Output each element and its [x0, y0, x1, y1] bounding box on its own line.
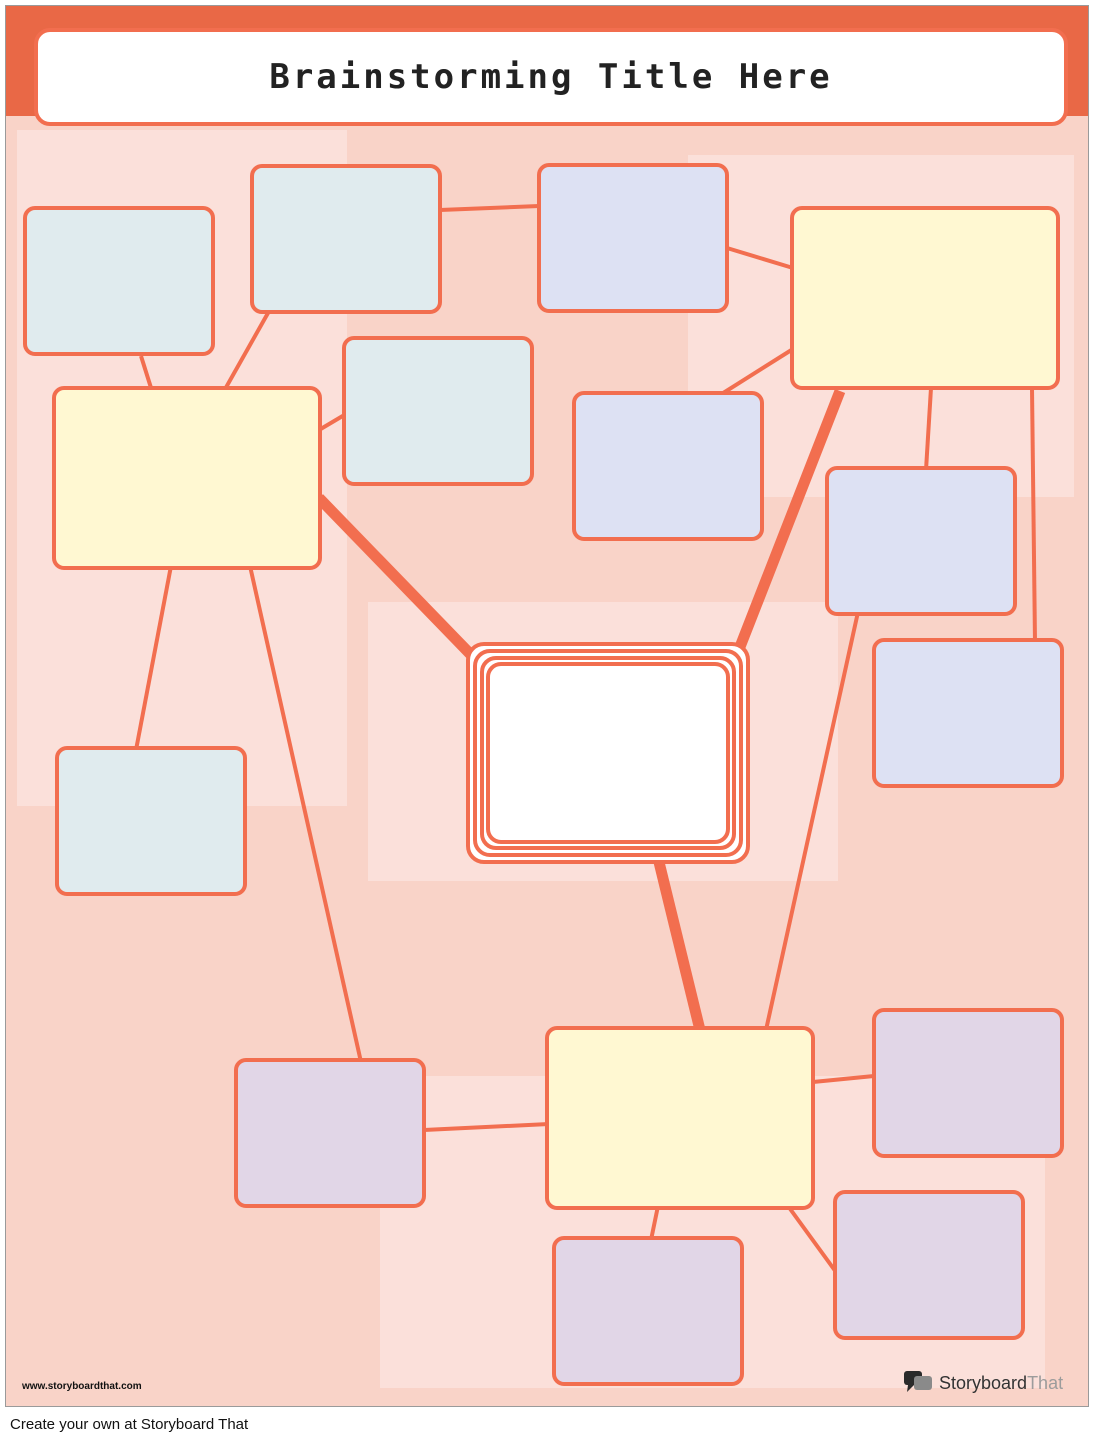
connector-main-left-left-3 [317, 412, 348, 432]
mind-map [23, 163, 1064, 1386]
connector-main-right-right-1 [726, 246, 794, 270]
storyboardthat-logo: StoryboardThat [903, 1369, 1063, 1398]
subtopic-box-bottom-2[interactable] [872, 1008, 1064, 1158]
connector-layer [134, 204, 1037, 1274]
connector-main-left-left-4 [134, 565, 173, 751]
connector-main-right-right-2 [718, 347, 795, 397]
subtopic-box-left-1[interactable] [23, 206, 215, 356]
connector-main-right-right-3 [924, 387, 933, 471]
central-idea-box[interactable] [466, 642, 750, 864]
connector-main-bottom-bottom-4 [649, 1205, 660, 1241]
speech-bubble-icon [903, 1369, 935, 1398]
connector-main-left-bottom-1 [248, 565, 363, 1063]
connector-left-2-right-1 [439, 204, 540, 212]
main-topic-box-right[interactable] [790, 206, 1060, 390]
footer-url: www.storyboardthat.com [22, 1381, 142, 1392]
connector-main-left-left-1 [139, 355, 154, 392]
worksheet-canvas: Brainstorming Title Here www.storyboardt… [5, 5, 1089, 1407]
subtopic-box-right-4[interactable] [872, 638, 1064, 788]
main-topic-box-left[interactable] [52, 386, 322, 570]
logo-text: StoryboardThat [939, 1373, 1063, 1394]
subtopic-box-bottom-3[interactable] [833, 1190, 1025, 1340]
connector-main-bottom-bottom-2 [812, 1074, 875, 1084]
connector-main-bottom-bottom-1 [423, 1122, 550, 1132]
subtopic-box-right-3[interactable] [825, 466, 1017, 616]
subtopic-box-right-1[interactable] [537, 163, 729, 313]
subtopic-box-right-2[interactable] [572, 391, 764, 541]
connector-center-main-bottom [652, 856, 706, 1032]
page-title: Brainstorming Title Here [269, 57, 833, 97]
box-layer [23, 163, 1064, 1386]
subtopic-box-left-4[interactable] [55, 746, 247, 896]
connector-center-main-right [732, 388, 846, 655]
subtopic-box-left-3[interactable] [342, 336, 534, 486]
connector-main-bottom-bottom-3 [786, 1204, 838, 1274]
connector-main-right-right-4 [1030, 387, 1037, 643]
subtopic-box-bottom-1[interactable] [234, 1058, 426, 1208]
logo-text-accent: That [1027, 1373, 1064, 1393]
subtopic-box-bottom-4[interactable] [552, 1236, 744, 1386]
title-box[interactable]: Brainstorming Title Here [34, 28, 1068, 126]
bottom-caption[interactable]: Create your own at Storyboard That [10, 1416, 249, 1433]
connector-main-bottom-right-3 [764, 611, 860, 1031]
main-topic-box-bottom[interactable] [545, 1026, 815, 1210]
connector-main-left-left-2 [222, 312, 270, 392]
subtopic-box-left-2[interactable] [250, 164, 442, 314]
logo-text-main: Storyboard [939, 1373, 1028, 1393]
connector-center-main-left [315, 494, 481, 665]
